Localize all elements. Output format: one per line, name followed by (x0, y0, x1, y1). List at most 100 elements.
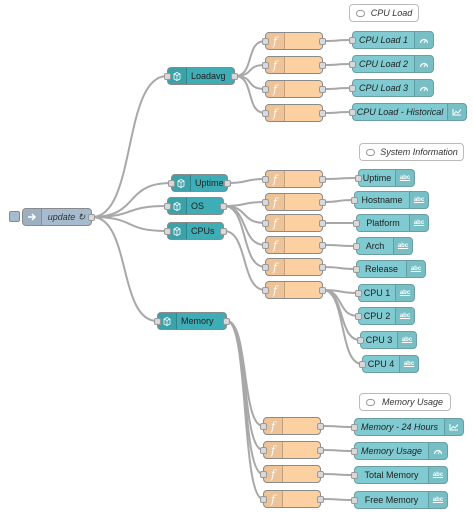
os-node-memory[interactable]: Memory (154, 312, 230, 330)
function-input-port[interactable] (262, 242, 269, 249)
ui-input-port[interactable] (359, 361, 366, 368)
text-node-cpu-1[interactable]: CPU 1 abc (355, 284, 415, 302)
flow-wire[interactable] (322, 87, 353, 90)
function-node[interactable]: f (262, 236, 326, 254)
function-input-port[interactable] (260, 423, 267, 430)
os-output-port[interactable] (220, 203, 227, 210)
ui-input-port[interactable] (349, 109, 356, 116)
function-node[interactable]: f (260, 441, 324, 459)
flow-wire[interactable] (227, 178, 266, 184)
function-output-port[interactable] (319, 220, 326, 227)
ui-input-port[interactable] (357, 337, 364, 344)
function-output-port[interactable] (317, 423, 324, 430)
text-node-release[interactable]: Release abc (353, 260, 426, 278)
ui-input-port[interactable] (351, 197, 358, 204)
ui-input-port[interactable] (353, 243, 360, 250)
os-input-port[interactable] (168, 180, 175, 187)
flow-wire[interactable] (223, 230, 266, 291)
function-input-port[interactable] (260, 447, 267, 454)
function-output-port[interactable] (319, 264, 326, 271)
ui-input-port[interactable] (349, 85, 356, 92)
inject-node-update[interactable]: update ↻ (22, 208, 95, 226)
flow-wire[interactable] (322, 244, 357, 247)
function-node[interactable]: f (262, 170, 326, 188)
function-node[interactable]: f (260, 465, 324, 483)
function-node[interactable]: f (262, 80, 326, 98)
function-input-port[interactable] (262, 199, 269, 206)
comment-cpu-load[interactable]: CPU Load (349, 4, 419, 22)
flow-wire[interactable] (322, 177, 359, 180)
flow-wire[interactable] (322, 289, 363, 365)
function-output-port[interactable] (319, 176, 326, 183)
function-node[interactable]: f (262, 56, 326, 74)
function-node[interactable]: f (262, 32, 326, 50)
gauge-node-cpu-load-3[interactable]: CPU Load 3 (349, 79, 434, 97)
function-output-port[interactable] (319, 242, 326, 249)
flow-wire[interactable] (322, 111, 353, 114)
function-output-port[interactable] (317, 447, 324, 454)
flow-wire[interactable] (91, 75, 168, 218)
function-output-port[interactable] (319, 86, 326, 93)
function-input-port[interactable] (262, 220, 269, 227)
function-node[interactable]: f (262, 193, 326, 211)
text-node-hostname[interactable]: Hostname abc (351, 191, 429, 209)
function-input-port[interactable] (262, 176, 269, 183)
ui-input-port[interactable] (351, 424, 358, 431)
ui-input-port[interactable] (355, 313, 362, 320)
text-node-platform[interactable]: Platform abc (353, 214, 429, 232)
text-node-free-memory[interactable]: Free Memory abc (351, 491, 448, 509)
chart-node-cpu-load-historical[interactable]: CPU Load - Historical (349, 103, 467, 121)
function-node[interactable]: f (262, 281, 326, 299)
function-node[interactable]: f (260, 490, 324, 508)
flow-wire[interactable] (234, 75, 266, 90)
ui-input-port[interactable] (355, 290, 362, 297)
flow-wire[interactable] (320, 473, 355, 476)
inject-trigger-button[interactable] (9, 211, 20, 222)
flow-wire[interactable] (223, 205, 266, 268)
os-input-port[interactable] (154, 318, 161, 325)
function-input-port[interactable] (260, 471, 267, 478)
function-node[interactable]: f (262, 214, 326, 232)
flow-wire[interactable] (226, 320, 264, 500)
function-node[interactable]: f (262, 258, 326, 276)
text-node-cpu-3[interactable]: CPU 3 abc (357, 331, 417, 349)
flow-wire[interactable] (234, 75, 266, 114)
ui-input-port[interactable] (353, 220, 360, 227)
flow-wire[interactable] (320, 425, 355, 428)
function-input-port[interactable] (262, 86, 269, 93)
function-node[interactable]: f (262, 104, 326, 122)
function-node[interactable]: f (260, 417, 324, 435)
flow-wire[interactable] (322, 199, 355, 203)
os-output-port[interactable] (223, 318, 230, 325)
text-node-uptime[interactable]: Uptime abc (355, 169, 415, 187)
function-input-port[interactable] (262, 287, 269, 294)
gauge-node-cpu-load-2[interactable]: CPU Load 2 (349, 55, 434, 73)
text-node-arch[interactable]: Arch abc (353, 237, 413, 255)
os-node-os[interactable]: OS (164, 197, 227, 215)
os-output-port[interactable] (231, 73, 238, 80)
function-output-port[interactable] (319, 199, 326, 206)
inject-output-port[interactable] (88, 214, 95, 221)
text-node-cpu-4[interactable]: CPU 4 abc (359, 355, 419, 373)
function-output-port[interactable] (319, 287, 326, 294)
ui-input-port[interactable] (349, 37, 356, 44)
flow-wire[interactable] (322, 266, 357, 270)
ui-input-port[interactable] (349, 61, 356, 68)
function-input-port[interactable] (262, 264, 269, 271)
os-input-port[interactable] (164, 73, 171, 80)
function-input-port[interactable] (260, 496, 267, 503)
os-output-port[interactable] (224, 180, 231, 187)
flow-wire[interactable] (226, 320, 264, 451)
gauge-node-cpu-load-1[interactable]: CPU Load 1 (349, 31, 434, 49)
chart-node-memory-24-hours[interactable]: Memory - 24 Hours (351, 418, 464, 436)
ui-input-port[interactable] (351, 472, 358, 479)
os-input-port[interactable] (164, 203, 171, 210)
comment-memory-usage[interactable]: Memory Usage (359, 393, 451, 411)
function-output-port[interactable] (317, 496, 324, 503)
os-input-port[interactable] (164, 228, 171, 235)
flow-wire[interactable] (320, 449, 355, 452)
os-node-cpus[interactable]: CPUs (164, 222, 227, 240)
gauge-node-memory-usage[interactable]: Memory Usage (351, 442, 448, 460)
text-node-total-memory[interactable]: Total Memory abc (351, 466, 448, 484)
os-node-uptime[interactable]: Uptime (168, 174, 231, 192)
